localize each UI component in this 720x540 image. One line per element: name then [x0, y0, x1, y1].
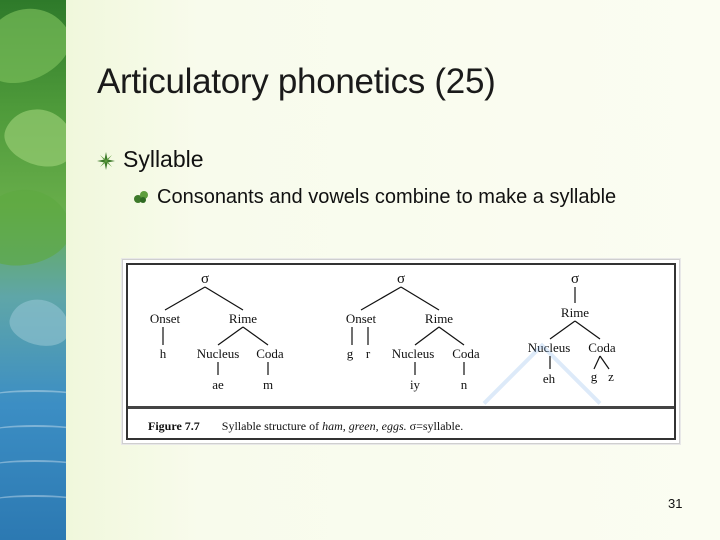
tree1-rime: Rime — [229, 311, 257, 326]
tree1-coda: Coda — [256, 346, 284, 361]
tree3-coda-z: z — [608, 369, 614, 384]
tree3-coda-g: g — [591, 369, 598, 384]
leaf-decoration — [0, 0, 66, 96]
tree2-coda: Coda — [452, 346, 480, 361]
tree2-nucleus-iy: iy — [410, 377, 421, 392]
bullet-level1-text: Syllable — [123, 146, 204, 172]
tree2-onset-r: r — [366, 346, 371, 361]
green-leaf-bullet-icon — [134, 191, 148, 203]
leaf-decoration — [0, 182, 66, 273]
leaf-decoration — [0, 99, 66, 176]
water-ripple — [0, 425, 66, 437]
leaf-decoration — [5, 293, 66, 352]
tree1-onset-h: h — [160, 346, 167, 361]
tree1-nucleus: Nucleus — [197, 346, 240, 361]
tree2-coda-n: n — [461, 377, 468, 392]
figure-caption: Figure 7.7 Syllable structure of ham, gre… — [148, 419, 463, 434]
figure-frame: σ Onset Rime h Nucleus Coda ae m σ Onset… — [126, 263, 676, 440]
bullet-level1: Syllable — [97, 146, 204, 173]
tree3-coda: Coda — [588, 340, 616, 355]
tree3-nucleus: Nucleus — [528, 340, 571, 355]
page-number: 31 — [668, 496, 683, 511]
tree1-root: σ — [201, 271, 209, 287]
caption-suffix: σ=syllable. — [406, 419, 464, 433]
caption-words: ham, green, eggs. — [322, 419, 407, 433]
tree2-rime: Rime — [425, 311, 453, 326]
bullet-level2: Consonants and vowels combine to make a … — [133, 184, 633, 211]
water-ripple — [0, 390, 66, 402]
tree1-coda-m: m — [263, 377, 273, 392]
tree2-root: σ — [397, 271, 405, 287]
decorative-leaf-water-strip — [0, 0, 66, 540]
green-star-bullet-icon — [97, 152, 115, 170]
tree3-rime: Rime — [561, 305, 589, 320]
syllable-trees-diagram: σ Onset Rime h Nucleus Coda ae m σ Onset… — [150, 271, 616, 392]
tree3-root: σ — [571, 271, 579, 287]
water-ripple — [0, 460, 66, 472]
tree1-nucleus-ae: ae — [212, 377, 224, 392]
slide-title: Articulatory phonetics (25) — [97, 62, 496, 101]
caption-prefix: Syllable structure of — [221, 419, 323, 433]
tree3-nucleus-eh: eh — [543, 371, 556, 386]
tree1-onset: Onset — [150, 311, 181, 326]
bullet-level2-text: Consonants and vowels combine to make a … — [157, 186, 617, 208]
tree2-onset: Onset — [346, 311, 377, 326]
figure-label: Figure 7.7 — [148, 419, 200, 433]
water-ripple — [0, 495, 66, 507]
tree2-onset-g: g — [347, 346, 354, 361]
caption-divider — [128, 406, 674, 409]
tree2-nucleus: Nucleus — [392, 346, 435, 361]
syllable-structure-figure: σ Onset Rime h Nucleus Coda ae m σ Onset… — [122, 259, 680, 444]
